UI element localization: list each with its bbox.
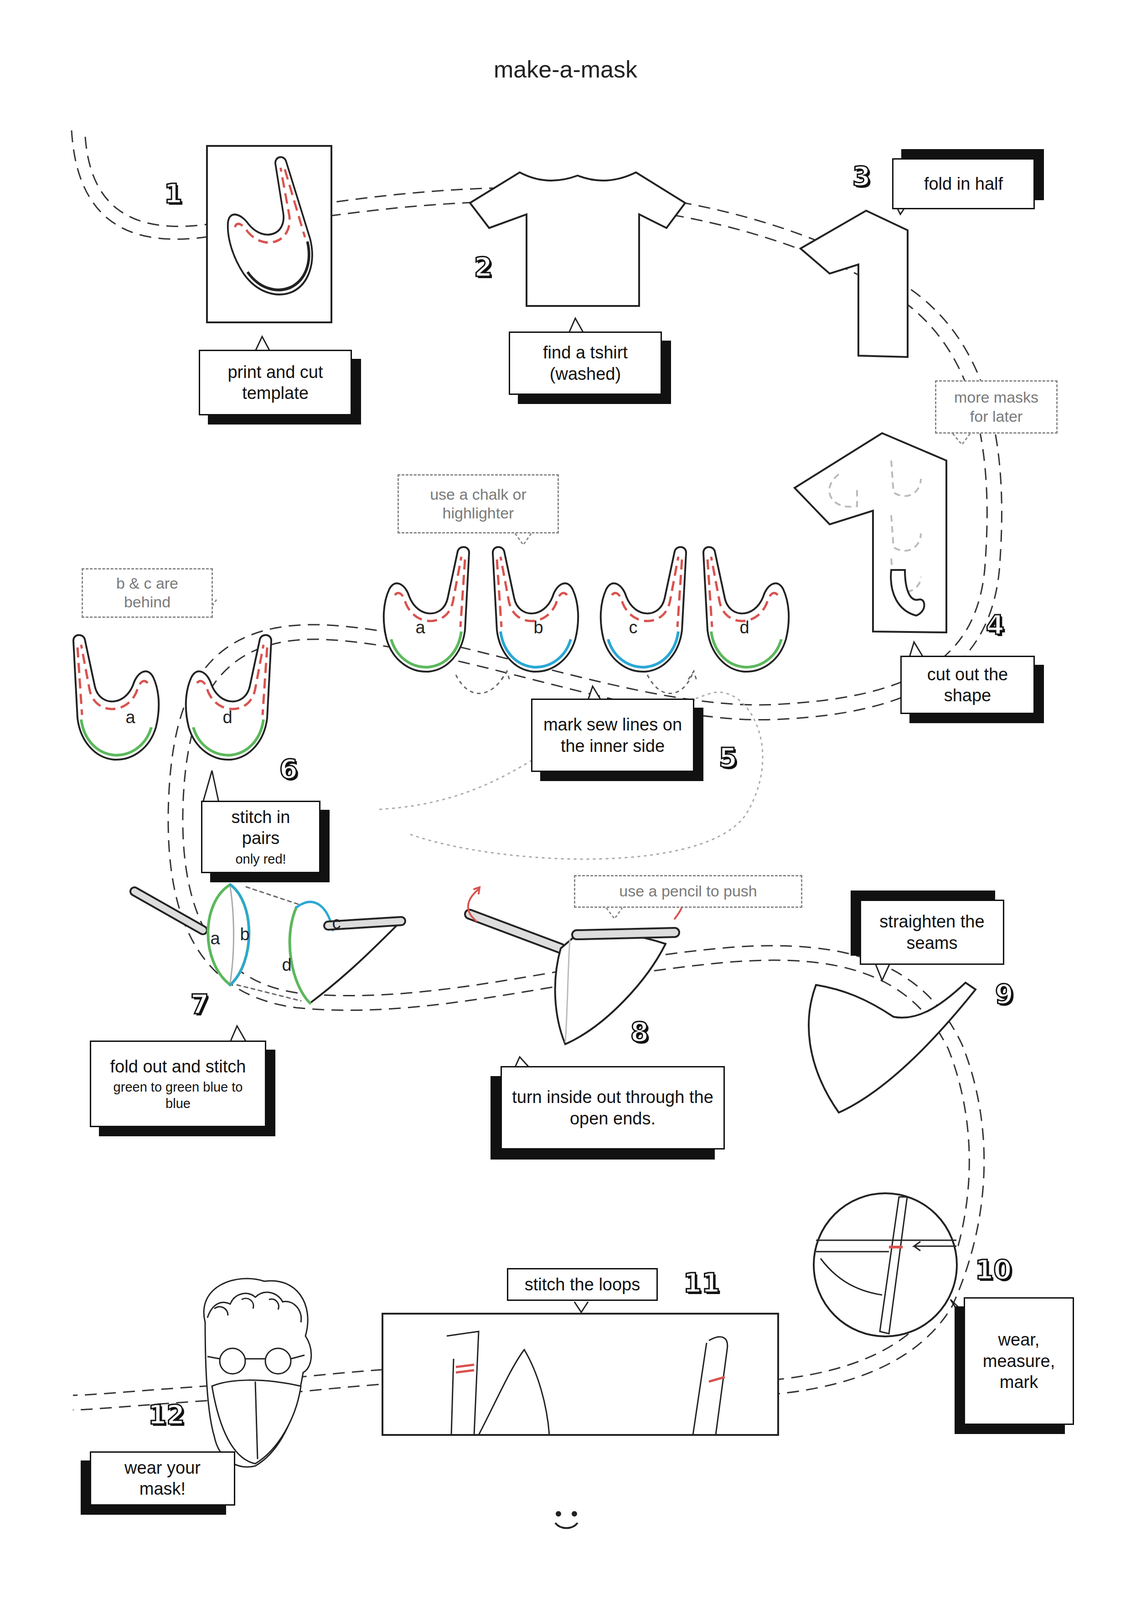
box-subtext: only red!: [235, 850, 286, 868]
part-letter: a: [210, 928, 220, 949]
template-sheet: [206, 145, 332, 323]
callout-number: 6: [279, 753, 298, 785]
step-box: find a tshirt (washed): [508, 331, 662, 395]
note-box: b & c are behind: [81, 568, 213, 618]
box-text: wear your mask!: [99, 1456, 226, 1500]
part-letter: d: [739, 617, 749, 638]
step-box: stitch in pairsonly red!: [201, 800, 321, 873]
callout-number: 10: [975, 1254, 1013, 1286]
mask-straight: [808, 982, 976, 1113]
pieces-marked: [379, 547, 789, 860]
callout-tail: [200, 433, 971, 919]
box-text: cut out the shape: [909, 663, 1026, 707]
part-letter: c: [629, 617, 638, 638]
step-box: turn inside out through the open ends.: [500, 1065, 725, 1150]
loops-panel: [382, 1313, 779, 1435]
box-subtext: green to green blue to blue: [99, 1078, 257, 1112]
box-text: straighten the seams: [869, 910, 995, 954]
note-box: use a pencil to push: [573, 874, 803, 908]
callout-number: 8: [630, 1016, 649, 1048]
part-letter: b: [533, 617, 543, 638]
detail-circle: [813, 1192, 957, 1337]
step-box: stitch the loops: [506, 1267, 658, 1301]
pieces-paired: [73, 635, 272, 760]
mask-turned: [468, 885, 688, 1044]
callout-number: 11: [683, 1267, 721, 1299]
box-text: find a tshirt (washed): [518, 341, 653, 385]
callout-number: 7: [190, 988, 209, 1020]
part-letter: c: [332, 913, 341, 933]
part-letter: d: [281, 955, 292, 975]
tshirt: [469, 172, 686, 306]
step-box: print and cut template: [198, 349, 352, 416]
box-text: mark sew lines on the inner side: [540, 713, 685, 757]
mask-open: [134, 884, 402, 1003]
step-box: fold in half: [892, 158, 1035, 210]
callout-number: 5: [718, 742, 738, 774]
step-box: wear, measure, mark: [963, 1296, 1075, 1425]
part-letter: d: [222, 707, 233, 728]
callout-number: 9: [995, 978, 1014, 1010]
page-title: make-a-mask: [0, 55, 1131, 83]
box-text: stitch in pairs: [210, 806, 311, 849]
box-text: more masks for later: [944, 387, 1049, 426]
step-box: fold out and stitchgreen to green blue t…: [89, 1040, 267, 1127]
part-letter: b: [239, 924, 250, 945]
box-text: stitch the loops: [524, 1273, 641, 1295]
part-letter: a: [125, 707, 135, 728]
step-box: mark sew lines on the inner side: [531, 698, 695, 772]
step-box: straighten the seams: [859, 899, 1005, 965]
path-line: [71, 130, 1002, 1410]
callout-number: 1: [164, 178, 183, 210]
box-text: turn inside out through the open ends.: [510, 1086, 716, 1129]
box-text: use a chalk or highlighter: [407, 485, 550, 523]
folded-shirt: [800, 210, 908, 357]
box-text: use a pencil to push: [619, 881, 757, 901]
note-box: use a chalk or highlighter: [397, 474, 559, 534]
step-box: wear your mask!: [89, 1451, 236, 1506]
box-text: fold out and stitch: [110, 1055, 247, 1077]
part-letter: a: [415, 617, 425, 638]
box-text: wear, measure, mark: [973, 1328, 1065, 1393]
note-box: more masks for later: [934, 380, 1058, 434]
box-text: fold in half: [924, 173, 1003, 195]
face: [203, 1278, 312, 1467]
step-box: cut out the shape: [900, 655, 1035, 714]
callout-number: 4: [986, 609, 1005, 641]
box-text: b & c are behind: [91, 573, 204, 612]
callout-number: 12: [148, 1399, 186, 1431]
box-text: print and cut template: [208, 361, 343, 404]
callout-number: 2: [474, 251, 493, 283]
callout-number: 3: [852, 160, 871, 192]
smiley: [555, 1511, 578, 1528]
callout-tail: [202, 200, 965, 1323]
cut-shirt: [794, 433, 947, 633]
